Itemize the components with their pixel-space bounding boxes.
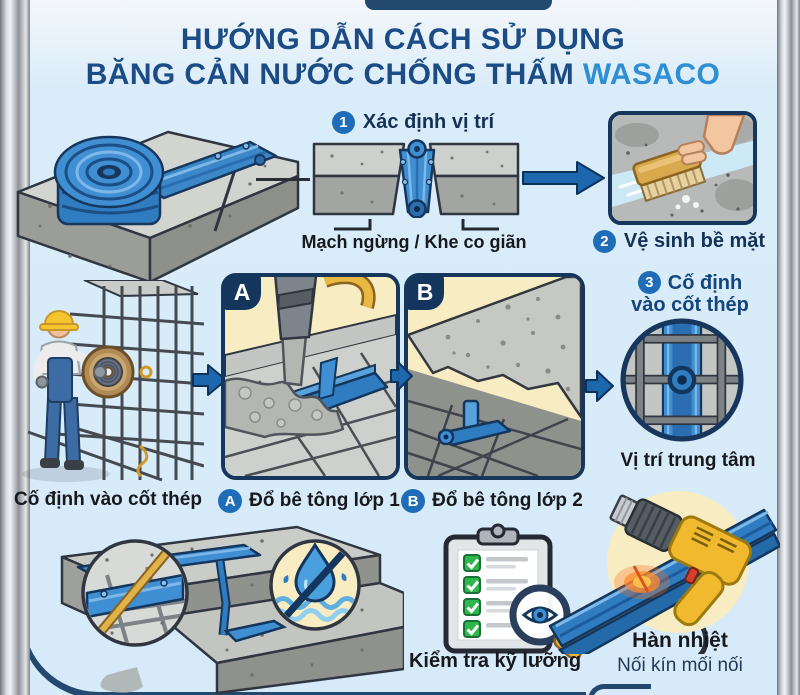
brand-name: WASACO bbox=[582, 58, 721, 91]
pour-a-label: Đổ bê tông lớp 1 bbox=[249, 490, 400, 511]
title-line2: BĂNG CẢN NƯỚC CHỐNG THẤM WASACO bbox=[85, 58, 721, 91]
weld-label-block: Hàn nhiệt Nối kín mối nối bbox=[596, 629, 764, 677]
arrow-right-icon bbox=[192, 362, 228, 398]
top-decoration-bar bbox=[365, 0, 552, 10]
arrow-right-icon bbox=[522, 160, 606, 196]
step3-number-badge: 3 bbox=[637, 271, 661, 294]
step2-number-badge: 2 bbox=[592, 230, 616, 253]
step1-number-badge: 1 bbox=[331, 111, 355, 134]
step2-label: Vệ sinh bề mặt bbox=[623, 230, 766, 252]
fix-rebar-label: Cố định vào cốt thép bbox=[14, 489, 202, 510]
checklist-illustration bbox=[428, 523, 593, 658]
step2-label-row: 2 Vệ sinh bề mặt bbox=[590, 230, 768, 253]
pour-layer2-illustration bbox=[404, 273, 585, 480]
panel-a-badge: A bbox=[223, 275, 261, 310]
worker-rebar-illustration bbox=[12, 280, 204, 486]
step3-label-line1: Cố định bbox=[667, 271, 743, 294]
surface-cleaning-illustration bbox=[608, 111, 757, 225]
joint-caption: Mạch ngừng / Khe co giãn bbox=[301, 232, 527, 252]
center-position-label: Vị trí trung tâm bbox=[620, 450, 756, 471]
pour-layer1-illustration bbox=[221, 273, 400, 480]
weld-title: Hàn nhiệt bbox=[632, 629, 728, 652]
no-water-icon bbox=[269, 539, 361, 631]
arrow-right-icon bbox=[390, 360, 414, 392]
step3-label-line2: vào cốt thép bbox=[631, 294, 749, 316]
arrow-right-icon bbox=[585, 368, 615, 404]
inspect-label: Kiểm tra kỹ lưỡng bbox=[408, 650, 582, 672]
joint-cross-section-illustration bbox=[312, 138, 520, 218]
step1-header: 1 Xác định vị trí bbox=[306, 111, 520, 134]
pour-a-badge: A bbox=[218, 489, 243, 513]
slab-waterstop-illustration bbox=[12, 515, 404, 695]
pour-b-badge: B bbox=[401, 489, 426, 513]
weld-subtitle: Nối kín mối nối bbox=[617, 655, 743, 676]
pour-b-label: Đổ bê tông lớp 2 bbox=[432, 490, 583, 511]
title-line1: HƯỚNG DẪN CÁCH SỬ DỤNG bbox=[180, 23, 626, 56]
bottom-corner-decoration bbox=[588, 684, 651, 695]
metal-frame-right bbox=[777, 0, 800, 695]
pour-layer2-label-row: B Đổ bê tông lớp 2 bbox=[401, 489, 583, 513]
heat-gun-illustration bbox=[548, 478, 780, 654]
step3-header: 3 Cố định vào cốt thép bbox=[612, 271, 768, 316]
step1-label: Xác định vị trí bbox=[362, 111, 495, 133]
panel-b-badge: B bbox=[406, 275, 444, 310]
rebar-center-illustration bbox=[617, 315, 747, 445]
joint-bracket bbox=[320, 218, 510, 234]
page-title: HƯỚNG DẪN CÁCH SỬ DỤNG BĂNG CẢN NƯỚC CHỐ… bbox=[40, 22, 766, 92]
metal-frame-left bbox=[0, 0, 30, 695]
waterstop-roll-illustration bbox=[10, 96, 302, 284]
pour-layer1-label-row: A Đổ bê tông lớp 1 bbox=[218, 489, 400, 513]
connector-line bbox=[256, 178, 310, 181]
